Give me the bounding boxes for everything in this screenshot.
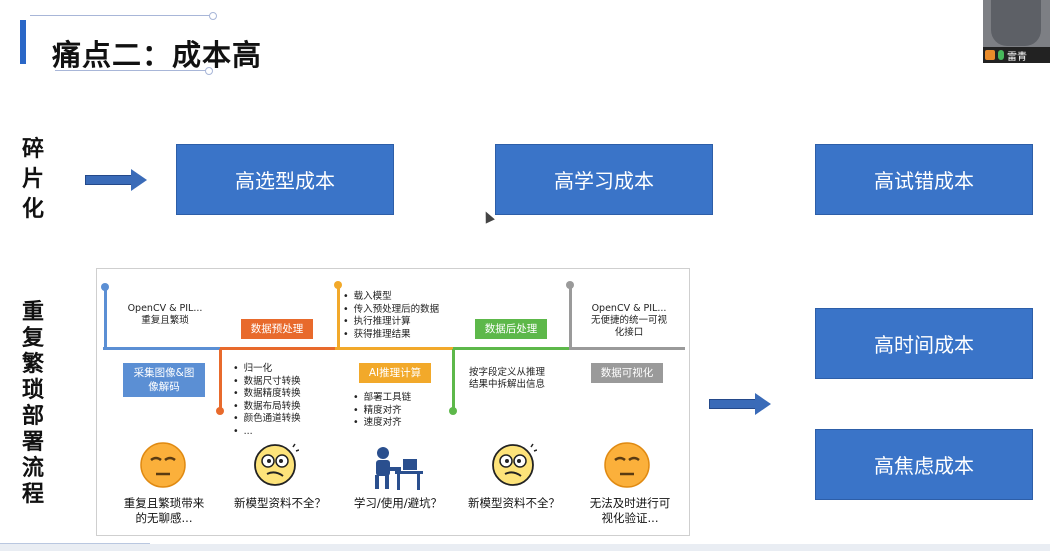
title-dot: [209, 12, 217, 20]
arrow-right-icon: [709, 393, 771, 415]
timeline-seg-inference: [335, 347, 453, 350]
row-label-char: 流: [21, 456, 44, 481]
timeline-stem: [337, 285, 340, 349]
caption-boredom: 重复且繁琐带来 的无聊感...: [123, 496, 205, 525]
microphone-icon: [998, 50, 1004, 60]
bored-face-icon: [140, 442, 186, 488]
timeline-seg-capture: [103, 347, 220, 350]
row-label-fragmentation: 碎 片 化: [18, 135, 48, 225]
user-icon: [985, 50, 995, 60]
timeline-stem: [569, 285, 572, 349]
timeline-stem: [104, 287, 107, 349]
webcam-thumbnail[interactable]: 雷青: [983, 0, 1050, 63]
caption-missing-docs: 新模型资料不全？: [468, 496, 560, 510]
title-line-bottom: [55, 70, 210, 71]
tag-visualize: 数据可视化: [591, 363, 663, 383]
confused-face-icon: [492, 443, 537, 486]
row-label-char: 片: [21, 167, 44, 192]
tag-capture-decode: 采集图像&图 像解码: [123, 363, 205, 397]
slide-title: 痛点二：成本高: [52, 38, 263, 72]
cost-box-time: 高时间成本: [815, 308, 1033, 379]
cost-box-anxiety: 高焦虑成本: [815, 429, 1033, 500]
timeline-seg-preprocess: [220, 347, 335, 350]
cost-box-learning: 高学习成本: [495, 144, 713, 215]
caption-no-visual-check: 无法及时进行可 视化验证...: [589, 496, 671, 525]
row-label-char: 碎: [21, 137, 44, 162]
opencv-note: OpenCV & PIL... 重复且繁琐: [127, 303, 203, 326]
title-line-top: [30, 15, 215, 16]
bored-face-icon: [604, 442, 650, 488]
timeline-seg-postprocess: [453, 347, 569, 350]
student-at-desk-icon: [375, 447, 423, 490]
title-dot: [205, 67, 213, 75]
tag-preprocess: 数据预处理: [241, 319, 313, 339]
deployment-flow-panel: OpenCV & PIL... 重复且繁琐 载入模型 传入预处理后的数据 执行推…: [96, 268, 690, 536]
row-label-char: 部: [21, 404, 44, 429]
player-bottom-strip: [0, 544, 1050, 551]
mouse-cursor-icon: [481, 209, 495, 224]
row-label-char: 复: [21, 326, 44, 351]
row-label-char: 重: [21, 300, 44, 325]
arrow-right-icon: [85, 169, 147, 191]
caption-learning: 学习/使用/避坑？: [353, 496, 443, 510]
tag-postprocess: 数据后处理: [475, 319, 547, 339]
cost-box-trial-error: 高试错成本: [815, 144, 1033, 215]
row-label-char: 程: [21, 482, 44, 507]
title-decoration: 痛点二：成本高: [0, 8, 261, 75]
load-model-list: 载入模型 传入预处理后的数据 执行推理计算 获得推理结果: [343, 291, 473, 341]
row-label-char: 繁: [21, 352, 44, 377]
tag-inference: AI推理计算: [359, 363, 431, 383]
timeline-dot: [216, 407, 224, 415]
preprocess-steps-list: 归一化 数据尺寸转换 数据精度转换 数据布局转换 颜色通道转换 ...: [233, 363, 333, 438]
timeline-stem: [452, 349, 455, 409]
opencv-visual-note: OpenCV & PIL... 无便捷的统一可视 化接口: [590, 303, 667, 338]
postprocess-note: 按字段定义从推理 结果中拆解出信息: [469, 367, 546, 390]
cost-box-selection: 高选型成本: [176, 144, 394, 215]
caption-missing-docs: 新模型资料不全？: [234, 496, 326, 510]
row-label-deployment: 重 复 繁 琐 部 署 流 程: [18, 300, 48, 508]
timeline-stem: [219, 349, 222, 409]
title-accent-bar: [20, 20, 26, 64]
presenter-name: 雷青: [1007, 51, 1027, 63]
timeline-dot: [449, 407, 457, 415]
row-label-char: 化: [21, 197, 44, 222]
row-label-char: 琐: [21, 378, 44, 403]
presenter-silhouette: [991, 0, 1041, 46]
camera-name-bar: 雷青: [983, 47, 1050, 63]
inference-issues-list: 部署工具链 精度对齐 速度对齐: [353, 392, 443, 430]
confused-face-icon: [254, 443, 299, 486]
timeline-seg-visualize: [569, 347, 685, 350]
row-label-char: 署: [21, 430, 44, 455]
